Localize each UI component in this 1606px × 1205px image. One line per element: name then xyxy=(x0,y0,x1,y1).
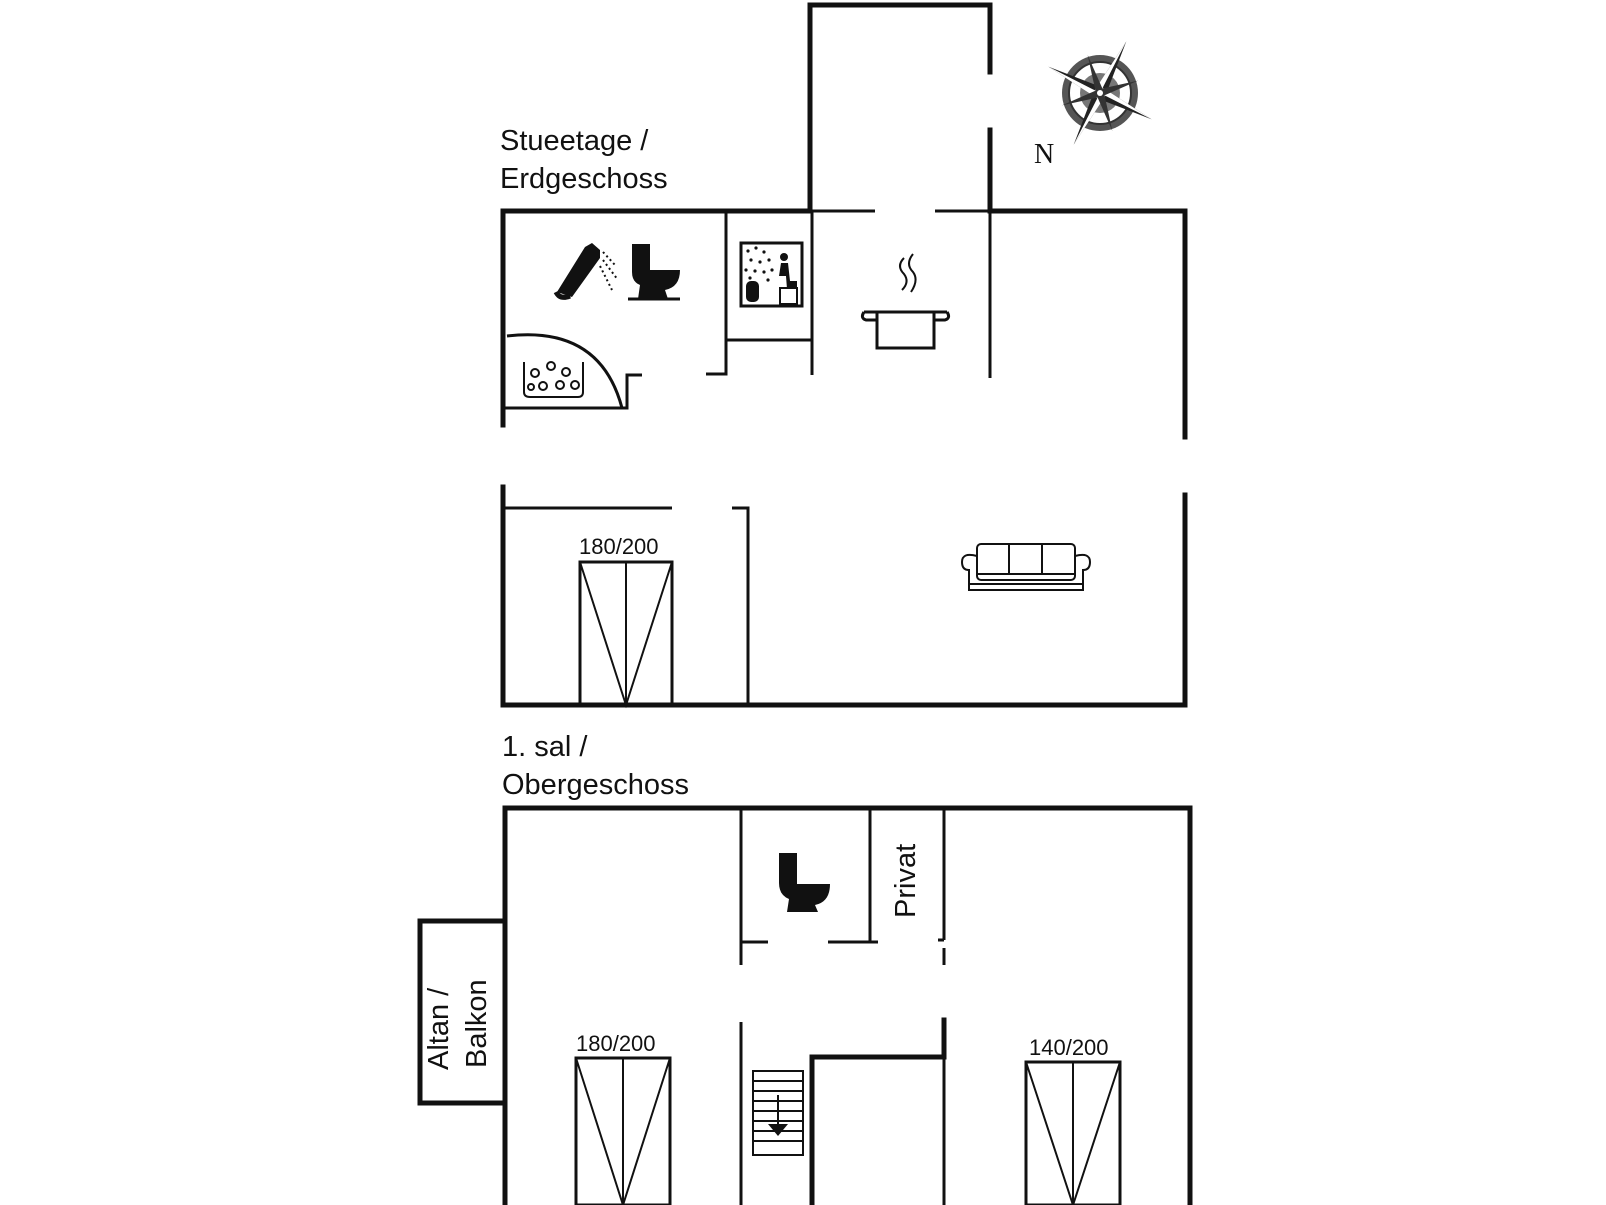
upper-floor-label-line2: Obergeschoss xyxy=(502,769,689,801)
whirlpool-icon xyxy=(506,333,624,409)
ground-floor-label-line1: Stueetage / xyxy=(500,125,649,157)
balcony-label-line2: Balkon xyxy=(461,979,493,1068)
ground-bed-size-label: 180/200 xyxy=(579,534,659,559)
compass-north-label: N xyxy=(1034,139,1055,170)
upper-right-bed-size-label: 140/200 xyxy=(1029,1035,1109,1060)
upper-floor-label-line1: 1. sal / xyxy=(502,731,588,763)
bed-icon xyxy=(1024,1060,1122,1205)
sofa-icon xyxy=(960,543,1092,591)
private-room-label: Privat xyxy=(890,843,922,918)
kitchen-pot-icon xyxy=(860,253,951,350)
balcony-label-line1: Altan / xyxy=(423,987,455,1070)
bed-icon xyxy=(578,560,674,709)
ground-floor-label-line2: Erdgeschoss xyxy=(500,163,668,195)
sauna-icon xyxy=(739,241,804,308)
staircase-icon xyxy=(752,1070,804,1156)
toilet-icon xyxy=(779,853,830,912)
upper-left-bed-size-label: 180/200 xyxy=(576,1031,656,1056)
upper-floor-walls xyxy=(417,805,1193,1205)
shower-icon xyxy=(553,243,619,300)
bed-icon xyxy=(574,1056,672,1205)
ground-floor-walls xyxy=(500,2,1188,708)
toilet-icon xyxy=(628,244,680,301)
compass-rose-icon xyxy=(1048,41,1152,145)
